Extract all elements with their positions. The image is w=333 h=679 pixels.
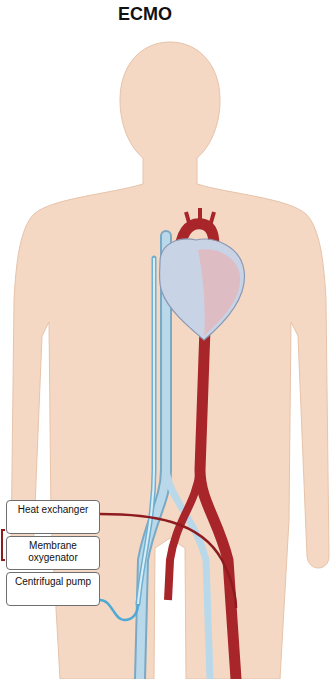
arterial-tubing (100, 514, 236, 608)
circuit-component-box: Centrifugal pump (6, 572, 100, 606)
internal-tubing (2, 530, 5, 560)
diagram-title: ECMO (118, 4, 172, 25)
circuit-component-box: Membrane oxygenator (6, 536, 100, 570)
circuit-component-box: Heat exchanger (6, 500, 100, 534)
heart (160, 239, 245, 340)
component-label: Centrifugal pump (11, 576, 95, 588)
component-label: Membrane oxygenator (11, 540, 95, 563)
heart-ventricle (198, 249, 240, 336)
femoral-artery-left (168, 470, 200, 600)
drainage-cannula-core (138, 258, 154, 604)
body-silhouette (11, 42, 329, 679)
drainage-cannula (138, 258, 154, 604)
venous-tubing (100, 600, 138, 620)
aortic-branches (186, 208, 214, 226)
component-label: Heat exchanger (11, 504, 95, 516)
